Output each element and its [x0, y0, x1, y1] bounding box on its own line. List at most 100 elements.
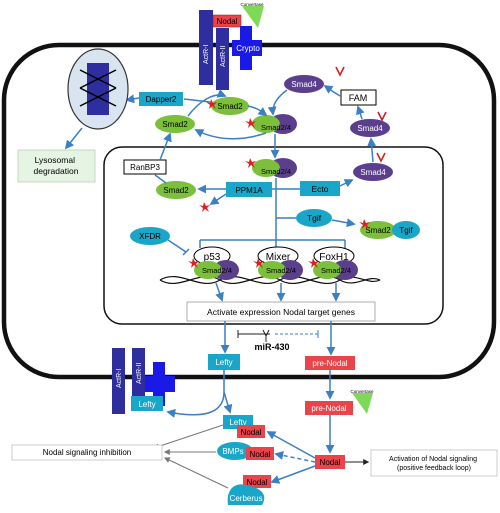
ppm1a-label: PPM1A	[235, 186, 263, 195]
smad2-tgif-label: Smad2	[365, 226, 391, 235]
smad4-right	[350, 119, 390, 137]
arrow-xfdr-tbar	[182, 248, 190, 256]
lysosome-receptor-box	[87, 63, 109, 115]
xfdr	[130, 227, 170, 245]
arrow-nodal-to-lefty-complex	[266, 431, 316, 459]
arrow-a-activate	[215, 282, 224, 302]
phospho-star-free	[199, 202, 210, 212]
convertase-shape-top	[242, 6, 264, 28]
actr2-label-bottom: ActR-II	[136, 363, 143, 384]
arrow-ranbp3-up	[159, 132, 172, 161]
prenodal-out-box	[305, 401, 353, 415]
arrow-lefty-to-complex	[223, 391, 233, 414]
lefty-complex-label: Lefty	[229, 418, 246, 427]
tgif-label: Tgif	[307, 213, 322, 223]
smad2-ppm-label: Smad2	[163, 186, 189, 195]
crypto-label: Crypto	[236, 44, 260, 53]
cerberus-label: Cerberus	[230, 494, 263, 503]
arrow-ecto-smad4	[339, 179, 354, 188]
ecto-label: Ecto	[311, 184, 328, 194]
arrow-smad24-to-smad2-left	[194, 129, 267, 140]
convertase-label-bottom: Convertase	[350, 389, 374, 394]
smad2-part-a	[194, 261, 222, 279]
actr1-receptor-top	[199, 10, 213, 85]
ranbp3-box	[123, 159, 167, 175]
arrow-smad2-left-to-receptor	[187, 89, 227, 117]
phospho-star-a	[188, 258, 199, 268]
convertase-shape-bottom	[352, 393, 373, 414]
lyso-line2: degradation	[34, 166, 79, 176]
lefty-bound-box	[131, 396, 163, 411]
actr2-receptor-bottom	[132, 348, 145, 410]
smad24-a-label: Smad2/4	[202, 266, 232, 275]
lysosomal-degradation-box	[17, 149, 96, 183]
arrow-ppm1a-star	[209, 193, 227, 205]
phospho-star-b	[253, 258, 264, 268]
dapper2-box	[139, 92, 183, 106]
nodal-lefty-label: Nodal	[241, 428, 262, 437]
ppm1a-box	[226, 182, 272, 197]
nodal-cerberus-box	[243, 475, 271, 488]
nodal-free-box	[315, 455, 345, 469]
actr2-receptor-top	[216, 28, 229, 90]
mixer-label: Mixer	[266, 252, 291, 263]
arrow-smad2ppm-ranbp3	[154, 174, 167, 184]
mir430-label: miR-430	[254, 342, 289, 352]
arrow-cerberus-inhibition	[163, 457, 229, 489]
smad2-part-c	[313, 261, 341, 279]
arrow-dapper2-lyso	[125, 94, 140, 104]
ubiquitin-mark-ecto	[376, 152, 386, 163]
arrow-tgif-complex	[331, 218, 356, 228]
tgif-bound-label: Tgif	[399, 226, 413, 235]
smad2-left	[155, 115, 195, 133]
smad4-ecto-label: Smad4	[360, 168, 386, 177]
lefty-cell-box	[208, 354, 240, 370]
smad24-b-label: Smad2/4	[266, 266, 296, 275]
nodal-free-label: Nodal	[320, 458, 341, 467]
lyso-line1: Lysosomal	[35, 155, 75, 165]
p53-label: p53	[204, 252, 221, 263]
actr1-label-top: ActR-I	[203, 45, 210, 65]
prenodal-cell-label: pre-Nodal	[312, 359, 347, 368]
smad2-part-b	[258, 261, 286, 279]
phospho-star-c	[308, 258, 319, 268]
lefty-bound-label: Lefty	[138, 400, 155, 409]
phospho-star-1	[206, 99, 217, 109]
smad24-top-label: Smad2/4	[261, 123, 291, 132]
activation-box	[370, 449, 498, 477]
bmps-label: BMPs	[222, 447, 243, 456]
nodal-bmps-label: Nodal	[250, 450, 271, 459]
activation-line2: (positive feedback loop)	[397, 465, 471, 472]
activate-expression-box	[186, 301, 376, 322]
phospho-star-2	[245, 118, 256, 128]
activation-line1: Activation of Nodal signaling	[389, 456, 477, 463]
bmps-oval	[217, 442, 253, 460]
prenodal-out-label: pre-Nodal	[311, 404, 346, 413]
arrow-nodal-to-cerberus	[270, 465, 316, 484]
arrow-smad2-dapper2	[183, 98, 211, 103]
convertase-label-top: Convertase	[240, 2, 264, 7]
ranbp3-label: RanBP3	[130, 163, 160, 172]
arrow-smad4-to-smad24	[267, 89, 288, 116]
ubiquitin-mark-top	[335, 66, 345, 77]
lysosome-cross-lines	[79, 69, 117, 107]
smad2-tgif	[360, 221, 396, 239]
smad2-receptor	[211, 97, 249, 115]
smad2-receptor-label: Smad2	[217, 102, 243, 111]
arrow-xfdr-p53	[167, 239, 187, 253]
smad2-left-label: Smad2	[162, 120, 188, 129]
crypto-receptor	[232, 26, 262, 70]
arrow-lyso-degradation	[64, 127, 83, 150]
fam-box	[340, 89, 377, 106]
lefty-cell-label: Lefty	[215, 358, 232, 367]
smad2-ppm	[156, 181, 196, 199]
arrow-lefty-inhibition	[152, 424, 224, 450]
inhibition-label: Nodal signaling inhibition	[43, 448, 132, 457]
smad24-nuc-label: Smad2/4	[261, 167, 291, 176]
crypto-receptor-bottom	[145, 362, 175, 406]
nodal-lefty-box	[237, 425, 265, 438]
smad2-part-nuc	[252, 159, 280, 177]
activation-label: Activation of Nodal signaling (positive …	[389, 456, 479, 472]
activate-expression-label: Activate expression Nodal target genes	[207, 307, 355, 317]
